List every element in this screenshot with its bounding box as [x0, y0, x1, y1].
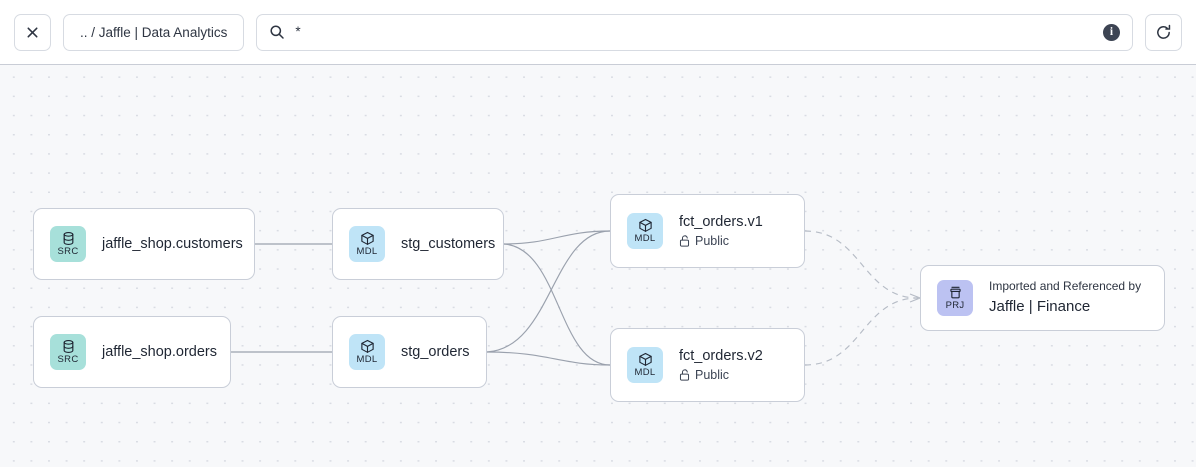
- database-icon: [61, 339, 76, 354]
- node-overline: Imported and Referenced by: [989, 279, 1142, 294]
- node-visibility: Public: [679, 234, 763, 249]
- node-visibility: Public: [679, 368, 763, 383]
- unlock-icon: [679, 235, 690, 247]
- cube-icon: [638, 352, 653, 367]
- node-title: stg_customers: [401, 235, 496, 252]
- node-stg-customers[interactable]: MDL stg_customers: [332, 208, 504, 280]
- breadcrumb[interactable]: .. / Jaffle | Data Analytics: [63, 13, 245, 51]
- badge-code: MDL: [634, 367, 656, 379]
- node-text: fct_orders.v2 Public: [679, 347, 763, 382]
- node-text: Imported and Referenced by Jaffle | Fina…: [989, 279, 1141, 316]
- node-text: stg_orders: [401, 343, 470, 361]
- node-title: fct_orders.v1: [679, 214, 763, 231]
- node-text: jaffle_shop.orders: [102, 343, 218, 361]
- refresh-button[interactable]: [1145, 13, 1182, 51]
- node-src-orders[interactable]: SRC jaffle_shop.orders: [33, 316, 231, 388]
- badge-prj: PRJ: [937, 280, 973, 316]
- node-title: jaffle_shop.orders: [102, 343, 218, 360]
- node-text: jaffle_shop.customers: [102, 235, 243, 253]
- search-value[interactable]: *: [295, 24, 301, 40]
- cube-icon: [360, 339, 375, 354]
- close-icon: [25, 25, 40, 40]
- node-stg-orders[interactable]: MDL stg_orders: [332, 316, 487, 388]
- unlock-icon: [679, 369, 690, 381]
- visibility-label: Public: [695, 367, 730, 382]
- node-project-finance[interactable]: PRJ Imported and Referenced by Jaffle | …: [920, 265, 1165, 331]
- node-fct-orders-v2[interactable]: MDL fct_orders.v2 Public: [610, 328, 805, 402]
- badge-code: SRC: [57, 354, 79, 366]
- archive-box-icon: [948, 285, 963, 300]
- badge-src: SRC: [50, 226, 86, 262]
- node-src-customers[interactable]: SRC jaffle_shop.customers: [33, 208, 255, 280]
- search-icon: [269, 24, 285, 40]
- badge-mdl: MDL: [627, 347, 663, 383]
- breadcrumb-label: .. / Jaffle | Data Analytics: [80, 24, 228, 40]
- badge-mdl: MDL: [349, 334, 385, 370]
- refresh-icon: [1155, 24, 1172, 41]
- badge-mdl: MDL: [627, 213, 663, 249]
- badge-src: SRC: [50, 334, 86, 370]
- node-text: fct_orders.v1 Public: [679, 213, 763, 248]
- info-icon[interactable]: i: [1103, 23, 1120, 41]
- close-button[interactable]: [14, 13, 51, 51]
- cube-icon: [638, 218, 653, 233]
- badge-mdl: MDL: [349, 226, 385, 262]
- search-input[interactable]: * i: [256, 13, 1133, 51]
- node-text: stg_customers: [401, 235, 496, 253]
- node-title: stg_orders: [401, 343, 470, 360]
- visibility-label: Public: [695, 233, 730, 248]
- badge-code: SRC: [57, 246, 79, 258]
- cube-icon: [360, 231, 375, 246]
- badge-code: MDL: [634, 233, 656, 245]
- badge-code: PRJ: [945, 300, 965, 312]
- node-title: Jaffle | Finance: [989, 298, 1091, 316]
- badge-code: MDL: [356, 246, 378, 258]
- node-title: jaffle_shop.customers: [102, 235, 243, 252]
- node-title: fct_orders.v2: [679, 348, 763, 365]
- top-toolbar: .. / Jaffle | Data Analytics * i: [0, 0, 1196, 65]
- node-fct-orders-v1[interactable]: MDL fct_orders.v1 Public: [610, 194, 805, 268]
- badge-code: MDL: [356, 354, 378, 366]
- database-icon: [61, 231, 76, 246]
